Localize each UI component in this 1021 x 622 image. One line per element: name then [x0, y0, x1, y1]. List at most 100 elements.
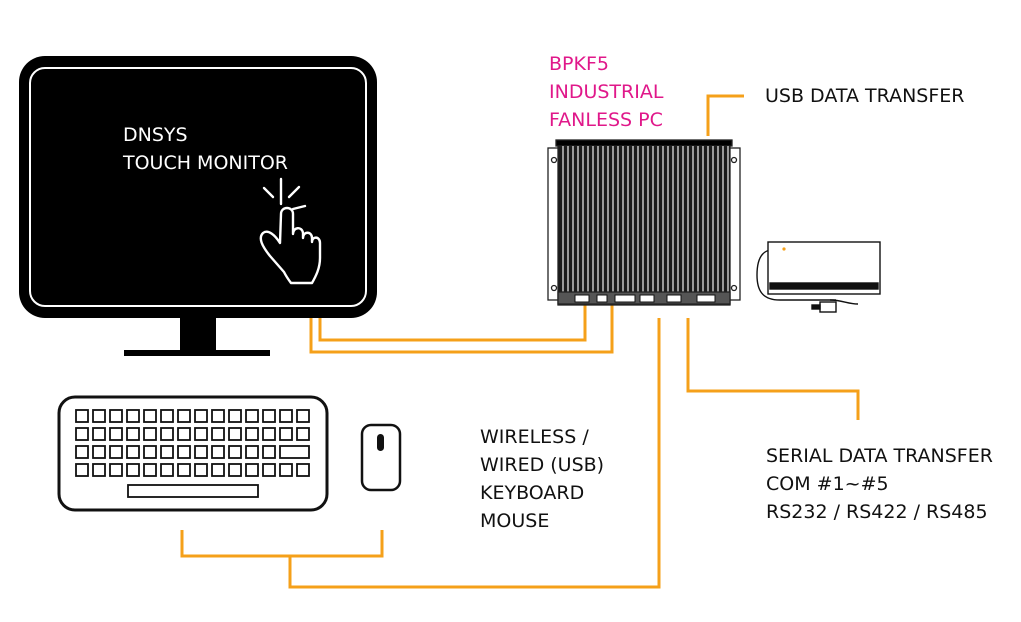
serial-label-line-3: RS232 / RS422 / RS485 [766, 501, 988, 523]
cooling-fin [672, 146, 674, 292]
keyboard-keys [75, 409, 310, 477]
cooling-fin [727, 146, 729, 292]
keyboard-key [75, 409, 89, 423]
cooling-fin [577, 146, 579, 292]
industrial-pc [547, 139, 741, 306]
cooling-fin [562, 146, 564, 292]
power-adapter [756, 241, 881, 313]
cooling-fin [617, 146, 619, 292]
keyboard-body [57, 395, 329, 512]
input-devices-line-2: WIRED (USB) [480, 454, 605, 476]
serial-label: SERIAL DATA TRANSFER COM #1~#5 RS232 / R… [766, 442, 993, 526]
keyboard-key [177, 427, 191, 441]
keyboard-key [160, 445, 174, 459]
keyboard-key [194, 427, 208, 441]
cooling-fin [667, 146, 669, 292]
cooling-fin [627, 146, 629, 292]
input-devices-label: WIRELESS / WIRED (USB) KEYBOARD MOUSE [480, 423, 604, 535]
keyboard-key [245, 445, 259, 459]
keyboard-spacebar [127, 484, 259, 498]
keyboard-key [92, 463, 106, 477]
pc-ports [574, 294, 716, 303]
pc-label: BPKF5 INDUSTRIAL FANLESS PC [549, 50, 663, 134]
keyboard-key [143, 427, 157, 441]
cooling-fin [722, 146, 724, 292]
keyboard-key [228, 463, 242, 477]
keyboard-key [160, 409, 174, 423]
keyboard-key [211, 445, 225, 459]
keyboard-key [109, 445, 123, 459]
cooling-fin [707, 146, 709, 292]
keyboard-key [262, 409, 276, 423]
monitor-label-line-1: DNSYS [123, 124, 188, 146]
cooling-fin [622, 146, 624, 292]
monitor-screen-border [29, 67, 367, 307]
keyboard-key [143, 409, 157, 423]
adapter-stripe [769, 282, 879, 290]
keyboard-key [160, 463, 174, 477]
monitor-cable-2 [318, 305, 587, 342]
monitor-cable-1 [309, 305, 614, 354]
cooling-fin [602, 146, 604, 292]
cooling-fin [692, 146, 694, 292]
keyboard-key [296, 409, 310, 423]
keyboard-key [177, 445, 191, 459]
keyboard-key [245, 409, 259, 423]
keyboard-key [75, 427, 89, 441]
keyboard-key [279, 409, 293, 423]
keyboard-key [92, 409, 106, 423]
cooling-fin [642, 146, 644, 292]
cooling-fin [597, 146, 599, 292]
cooling-fin [607, 146, 609, 292]
cooling-fin [657, 146, 659, 292]
pc-top-rail [555, 139, 733, 147]
keyboard-key [143, 463, 157, 477]
pc-label-line-3: FANLESS PC [549, 109, 663, 131]
usb-label: USB DATA TRANSFER [765, 82, 964, 110]
keyboard-key [126, 445, 140, 459]
keyboard-key [211, 409, 225, 423]
monitor-neck [180, 318, 216, 352]
keyboard-key [228, 445, 242, 459]
keyboard-key [177, 409, 191, 423]
keyboard-key [109, 427, 123, 441]
keyboard-key [177, 463, 191, 477]
pc-cooling-fins [562, 146, 729, 292]
cooling-fin [687, 146, 689, 292]
cooling-fin [682, 146, 684, 292]
cooling-fin [662, 146, 664, 292]
keyboard-key [75, 463, 89, 477]
keyboard-key [126, 427, 140, 441]
keyboard-key [296, 427, 310, 441]
keyboard-key [92, 427, 106, 441]
mouse-body [360, 423, 402, 492]
touch-monitor [19, 56, 377, 356]
cooling-fin [652, 146, 654, 292]
cables [180, 94, 860, 589]
input-devices-line-1: WIRELESS / [480, 426, 589, 448]
keyboard [57, 395, 329, 512]
usb-cable [706, 94, 744, 136]
keyboard-mouse-cable [180, 318, 661, 589]
mouse [360, 423, 402, 492]
cooling-fin [567, 146, 569, 292]
serial-label-line-1: SERIAL DATA TRANSFER [766, 445, 993, 467]
monitor-label-line-2: TOUCH MONITOR [123, 152, 288, 174]
keyboard-key [160, 427, 174, 441]
keyboard-key [262, 427, 276, 441]
keyboard-key [126, 463, 140, 477]
cooling-fin [647, 146, 649, 292]
adapter-plug [819, 301, 837, 313]
keyboard-key [143, 445, 157, 459]
pc-label-line-1: BPKF5 [549, 53, 609, 75]
keyboard-key [109, 463, 123, 477]
keyboard-key [75, 445, 89, 459]
cooling-fin [572, 146, 574, 292]
keyboard-key [245, 427, 259, 441]
adapter-cord [756, 249, 836, 301]
adapter-output-cord [829, 299, 859, 305]
keyboard-key-wide [279, 445, 310, 459]
keyboard-key [279, 427, 293, 441]
